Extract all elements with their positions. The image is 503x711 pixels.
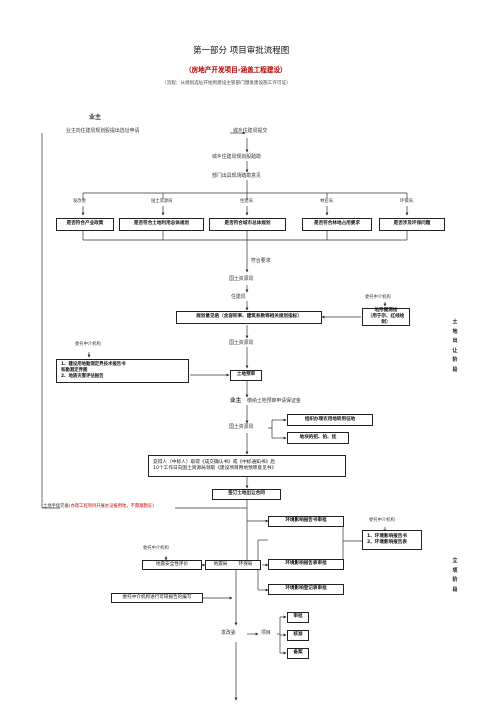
agency-label-4: 委托中介机构 <box>143 546 169 551</box>
submit-to-housing-bureau: 城乡住建局提交 <box>233 128 268 134</box>
check-land-use-plan: 是否符合土地利用总体规划 <box>119 218 204 231</box>
topographic-survey: 地形图测绘（用于宗、红线绘制） <box>362 308 410 326</box>
housing-bureau-2: 住建局 <box>231 294 246 300</box>
development-reform-final: 发改委 <box>221 630 236 636</box>
seismic-safety-evaluation: 地震安全性评价 <box>142 560 202 570</box>
dept-forestry: 林业局 <box>320 199 333 204</box>
agency-label-3: 委托中介机构 <box>369 518 395 523</box>
check-forest-land: 是否符合林地占用要求 <box>302 218 372 231</box>
seismic-bureau-label: 地震局 <box>213 561 228 567</box>
farmland-conversion: 组织办理农用地转用征地 <box>287 414 373 426</box>
owner-label-mid: 业主 <box>230 398 242 404</box>
dept-housing: 住建局 <box>240 199 253 204</box>
department-opinion: 部门出具现场踏勘意见 <box>212 173 261 179</box>
feasibility-study: 委托中介机构进行可研报告的编写 <box>111 593 203 603</box>
land-pre-review: 土地预审 <box>230 370 262 381</box>
pay-deposit: 缴纳土地预审申请保证金 <box>247 398 301 404</box>
planning-opinion-letter: 规划意见函（含容积率、建筑系数等相关规划指标） <box>176 311 322 324</box>
land-bureau-3: 国土资源局 <box>229 340 254 346</box>
land-bureau-4: 国土资源局 <box>229 424 254 430</box>
bidder-instructions: 竞得人（中标人）取得《成交确认书》或《中标通知书》后 10个工作日向国土资源局领… <box>148 455 346 477</box>
sign-land-contract: 签订土地出让合同 <box>212 489 281 500</box>
land-procedures-note: (办理工程项目开展办证报用地，不需踏勘证) <box>68 504 154 509</box>
planning-site-survey: 城乡住建局规划股踏勘 <box>212 154 261 160</box>
dept-development-reform: 发改委 <box>73 199 86 204</box>
page-title: 第一部分 项目审批流程图 <box>193 46 290 56</box>
agency-label-2: 委托中介机构 <box>75 342 101 347</box>
approval-box: 审批 <box>287 612 309 623</box>
check-industrial-policy: 是否符合产业政策 <box>56 218 114 231</box>
check-environment: 是否涉及环保问题 <box>379 218 445 231</box>
agency-label-1: 委托中介机构 <box>365 295 391 300</box>
land-auction: 地块的招、拍、挂 <box>287 432 349 444</box>
site-selection-application: 业主向住建局规划股提出选址申请 <box>66 128 140 134</box>
env-registration-approval: 环境影响登记表审批 <box>268 584 344 595</box>
stage-label-land: 土地出让阶段 <box>452 319 458 373</box>
verification-box: 核准 <box>287 630 309 641</box>
env-impact-report-approval: 环境影响报告书审批 <box>268 516 344 527</box>
filing-box: 备案 <box>287 648 309 659</box>
meets-requirements: 符合要求 <box>251 258 271 264</box>
env-bureau-label: 环保局 <box>238 561 253 567</box>
stage-label-project: 立项阶段 <box>452 558 458 593</box>
owner-label-top: 业主 <box>89 114 102 121</box>
page-subtitle: （房地产开发项目-涵盖工程建设） <box>185 66 287 74</box>
land-procedures-label: 土地手续完备 <box>43 504 69 509</box>
land-procedures-complete: 土地手续完备(办理工程项目开展办证报用地，不需踏勘证) <box>43 504 154 509</box>
check-city-master-plan: 是否符合城市总体规划 <box>209 218 286 231</box>
seismic-env-bureaus: 地震局 环保局 <box>205 560 261 570</box>
env-report-form-approval: 环境影响报告表审批 <box>268 559 344 570</box>
bidder-line-2: 10个工作日向国土资源局领取《建设项目用地预审意见书》 <box>153 466 277 471</box>
project-label: 项目 <box>261 630 271 636</box>
flow-note: （流程：从规划选址开始到建设主管部门颁发建设施工许可证） <box>162 81 291 86</box>
dept-environment: 环保局 <box>400 199 413 204</box>
land-bureau-2: 国土资源局 <box>229 276 254 282</box>
bidder-line-1: 竞得人（中标人）取得《成交确认书》或《中标通知书》后 <box>153 459 275 465</box>
dept-land-resources: 国土资源局 <box>151 199 173 204</box>
